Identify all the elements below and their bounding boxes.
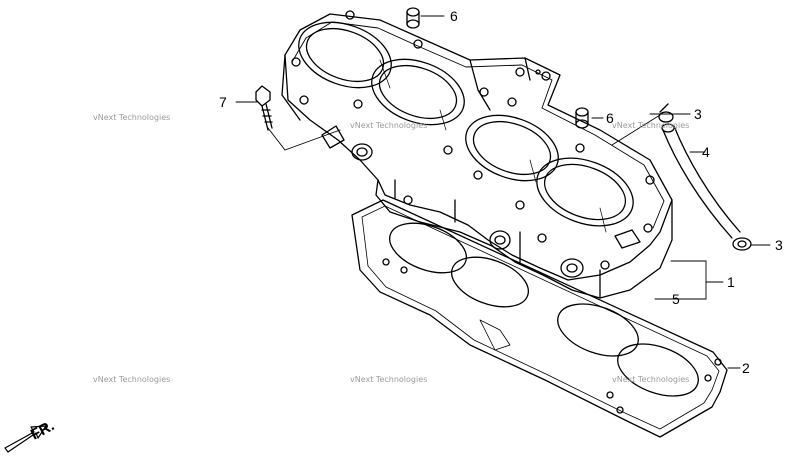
hose-clamp-lower — [732, 237, 752, 251]
callout-labels: 1 2 3 3 4 5 6 6 7 — [219, 8, 783, 376]
watermark: vNext Technologies — [93, 375, 170, 384]
leader-lines — [235, 15, 771, 369]
watermark: vNext Technologies — [612, 375, 689, 384]
callout-6-upper: 6 — [450, 8, 458, 24]
water-hose — [661, 123, 741, 239]
front-direction-label: FR. — [28, 417, 57, 443]
cylinder-gasket — [351, 199, 728, 438]
dowel-pin-upper — [406, 7, 420, 29]
callout-4: 4 — [702, 144, 710, 160]
watermark: vNext Technologies — [612, 121, 689, 130]
callout-3-upper: 3 — [694, 106, 702, 122]
callout-7: 7 — [219, 94, 227, 110]
callout-2: 2 — [742, 360, 750, 376]
watermark: vNext Technologies — [350, 375, 427, 384]
bolt — [255, 85, 273, 131]
hose-clamp-upper — [658, 103, 674, 123]
dowel-pin-lower — [575, 107, 589, 129]
watermarks: vNext Technologies vNext Technologies vN… — [93, 113, 689, 384]
watermark: vNext Technologies — [93, 113, 170, 122]
front-direction-arrow — [4, 425, 47, 453]
callout-6-lower: 6 — [606, 110, 614, 126]
callout-5: 5 — [672, 291, 680, 307]
watermark: vNext Technologies — [350, 121, 427, 130]
callout-1: 1 — [727, 274, 735, 290]
callout-3-lower: 3 — [775, 237, 783, 253]
cylinder-block — [281, 10, 673, 299]
